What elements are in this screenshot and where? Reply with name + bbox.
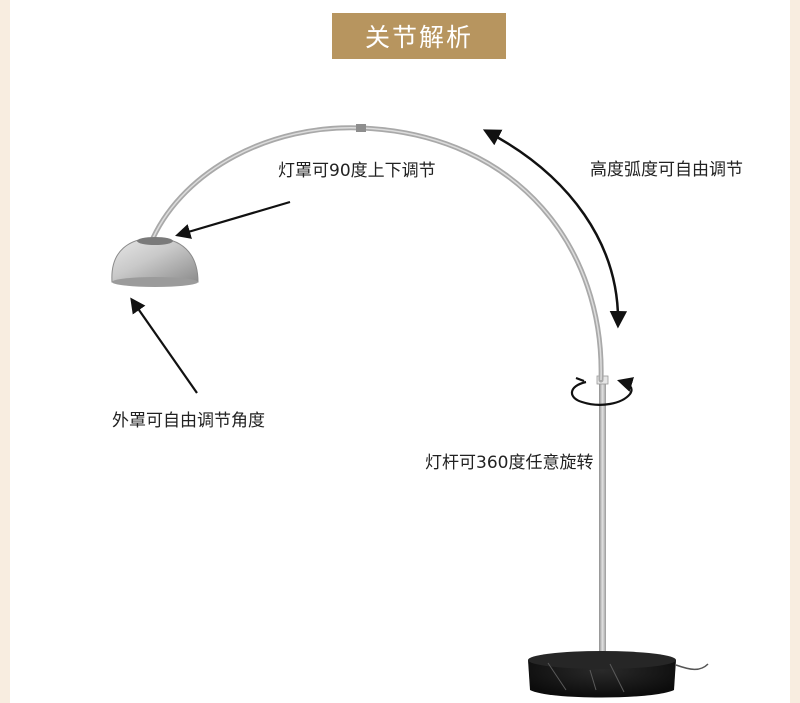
shade-tilt-label: 灯罩可90度上下调节	[278, 161, 436, 181]
shade-tilt-arrow	[175, 200, 291, 239]
arc-adjust-arrow	[482, 129, 628, 329]
outer-angle-arrow	[130, 297, 198, 394]
section-title: 关节解析	[332, 13, 506, 59]
rotation-icon	[570, 376, 635, 406]
lamp-shade	[111, 237, 199, 287]
lamp-base	[528, 651, 709, 698]
outer-angle-label: 外罩可自由调节角度	[112, 411, 265, 431]
content-panel	[10, 0, 790, 703]
arc-joint	[356, 124, 366, 132]
pole-rotation-label: 灯杆可360度任意旋转	[425, 453, 594, 473]
lamp-pole	[596, 375, 609, 664]
arc-adjust-label: 高度弧度可自由调节	[590, 160, 743, 180]
